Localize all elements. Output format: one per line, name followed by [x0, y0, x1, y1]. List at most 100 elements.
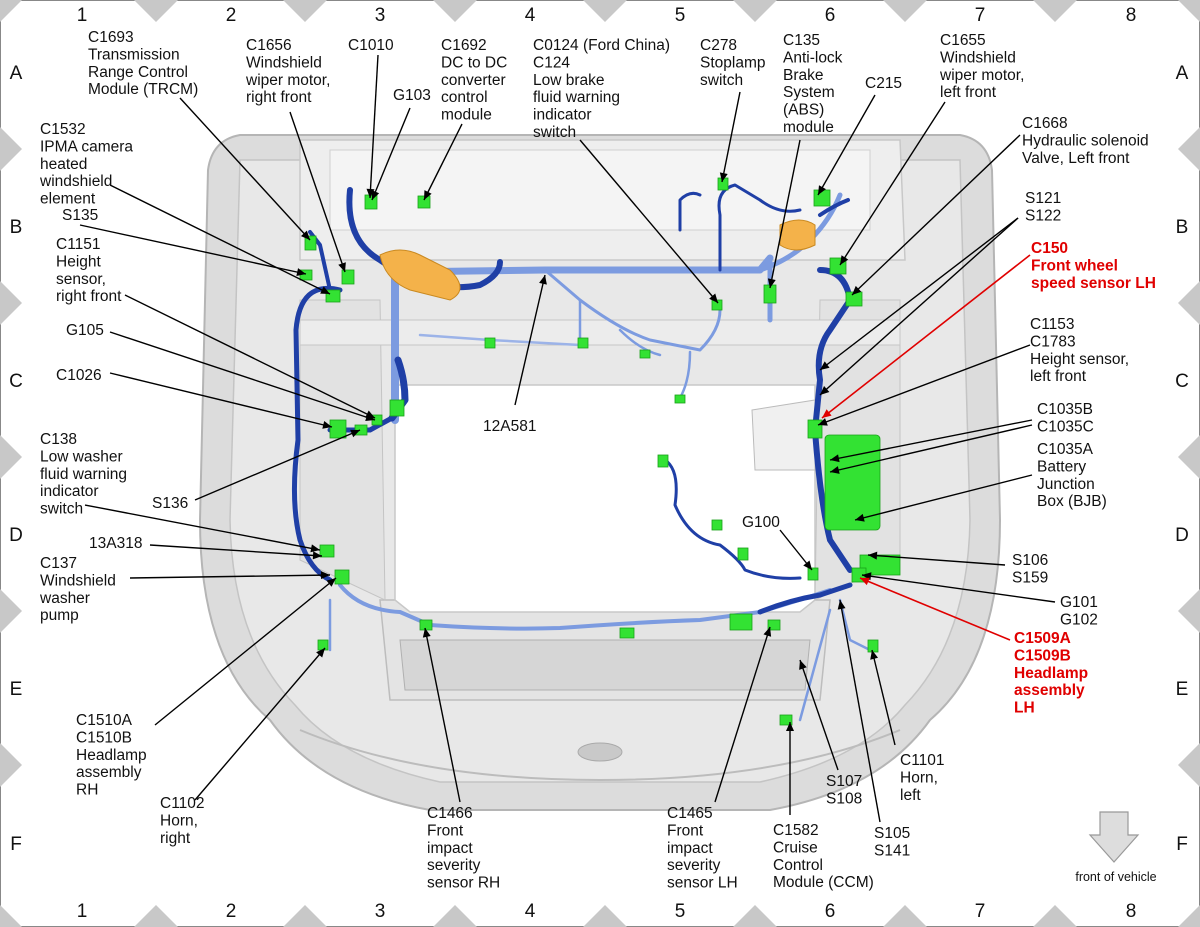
leader-arrowhead — [300, 230, 310, 240]
harness-front-drops — [328, 598, 872, 722]
leader-arrowhead — [350, 429, 360, 438]
grommet-lh — [779, 219, 816, 251]
leader-line — [799, 659, 839, 771]
callout-line: C138 — [40, 431, 77, 448]
leader-line — [179, 97, 311, 241]
grid-zone-marker — [1178, 281, 1200, 325]
callout-line: C137 — [40, 555, 77, 572]
callout-line: IPMA camera — [40, 138, 133, 155]
callout-c1010: C1010 — [348, 37, 394, 54]
leader-line — [851, 134, 1021, 296]
callout-line: C1101 — [900, 752, 945, 769]
callout-s135: S135 — [62, 207, 98, 224]
callout-line: Horn, — [160, 812, 198, 829]
callout-line: heated — [40, 156, 87, 173]
callout-line: severity — [427, 857, 481, 874]
grid-zone-marker — [0, 127, 22, 171]
leader-arrowhead — [296, 268, 306, 277]
callout-line: C0124 (Ford China) — [533, 37, 670, 54]
connector-rh-junction — [389, 399, 405, 417]
leader-line — [817, 94, 876, 196]
grid-zone-marker — [583, 905, 627, 927]
bumper-line — [299, 729, 901, 782]
leader-arrowhead — [320, 286, 330, 294]
connector-front-mid — [619, 627, 635, 639]
callout-line: Stoplamp — [700, 54, 765, 71]
leader-line — [854, 474, 1033, 521]
grid-col-label: 7 — [975, 5, 986, 26]
grid-row-label: F — [10, 834, 22, 855]
callout-line: Control — [773, 857, 823, 874]
callout-s136: S136 — [152, 495, 188, 512]
leader-line — [424, 627, 461, 803]
harness-front-lh — [757, 582, 853, 615]
connector-c1465 — [767, 619, 781, 631]
grid-zone-marker — [283, 905, 327, 927]
leader-line — [829, 424, 1033, 473]
connector-g100 — [807, 567, 819, 581]
callout-line: Hydraulic solenoid — [1022, 132, 1149, 149]
leader-arrowhead — [786, 722, 794, 731]
callout-line: Height — [56, 253, 101, 270]
grid-zone-marker — [1033, 905, 1077, 927]
grid-col-label: 5 — [675, 901, 686, 922]
grommet-rh — [379, 249, 461, 301]
leader-arrowhead — [312, 551, 322, 560]
callout-c1026: C1026 — [56, 367, 102, 384]
callout-line: Windshield — [246, 54, 322, 71]
callout-line: RH — [76, 782, 98, 799]
grid-col-label: 8 — [1126, 901, 1137, 922]
leader-line — [714, 626, 771, 803]
callout-line: S121 — [1025, 190, 1061, 207]
harness-stoplamp-2 — [678, 191, 702, 232]
grid-row-label: F — [1176, 834, 1188, 855]
connector-bay-3 — [657, 454, 669, 468]
callout-line: G100 — [742, 514, 780, 531]
grid-col-label: 6 — [825, 901, 836, 922]
callout-g105: G105 — [66, 322, 104, 339]
grid-col-label: 4 — [525, 5, 536, 26]
grid-zone-marker — [134, 0, 178, 22]
callout-line: Low brake — [533, 72, 605, 89]
front-of-vehicle-indicator: front of vehicle — [1075, 811, 1157, 884]
harness-trunk-top — [391, 254, 774, 276]
grid-col-label: 6 — [825, 5, 836, 26]
callout-line: speed sensor LH — [1031, 275, 1156, 292]
leader-line — [819, 217, 1019, 371]
leader-arrowheads — [296, 172, 879, 731]
connector-c135 — [813, 189, 831, 207]
callout-line: Horn, — [900, 769, 938, 786]
callout-line: washer — [39, 590, 90, 607]
callout-line: Headlamp — [1014, 665, 1088, 682]
leader-line — [821, 254, 1031, 419]
callout-line: control — [441, 89, 488, 106]
callout-line: left — [900, 787, 921, 804]
callout-line: C1509A — [1014, 630, 1071, 647]
grid-row-label: D — [9, 525, 23, 546]
grid-zone-marker — [0, 589, 22, 633]
front-of-vehicle-label: front of vehicle — [1075, 870, 1156, 884]
callout-line: Junction — [1037, 476, 1095, 493]
callout-line: Transmission — [88, 46, 180, 63]
grid-row-label: D — [1175, 525, 1189, 546]
callout-line: Windshield — [940, 49, 1016, 66]
leader-line — [109, 331, 376, 421]
callout-line: S107 — [826, 773, 862, 790]
callout-line: C135 — [783, 32, 820, 49]
callout-line: 12A581 — [483, 418, 536, 435]
leader-arrowhead — [822, 409, 832, 418]
callout-line: C1466 — [427, 805, 473, 822]
leader-line — [109, 372, 333, 428]
connector-c1010 — [364, 194, 378, 210]
callout-line: Front — [427, 822, 464, 839]
